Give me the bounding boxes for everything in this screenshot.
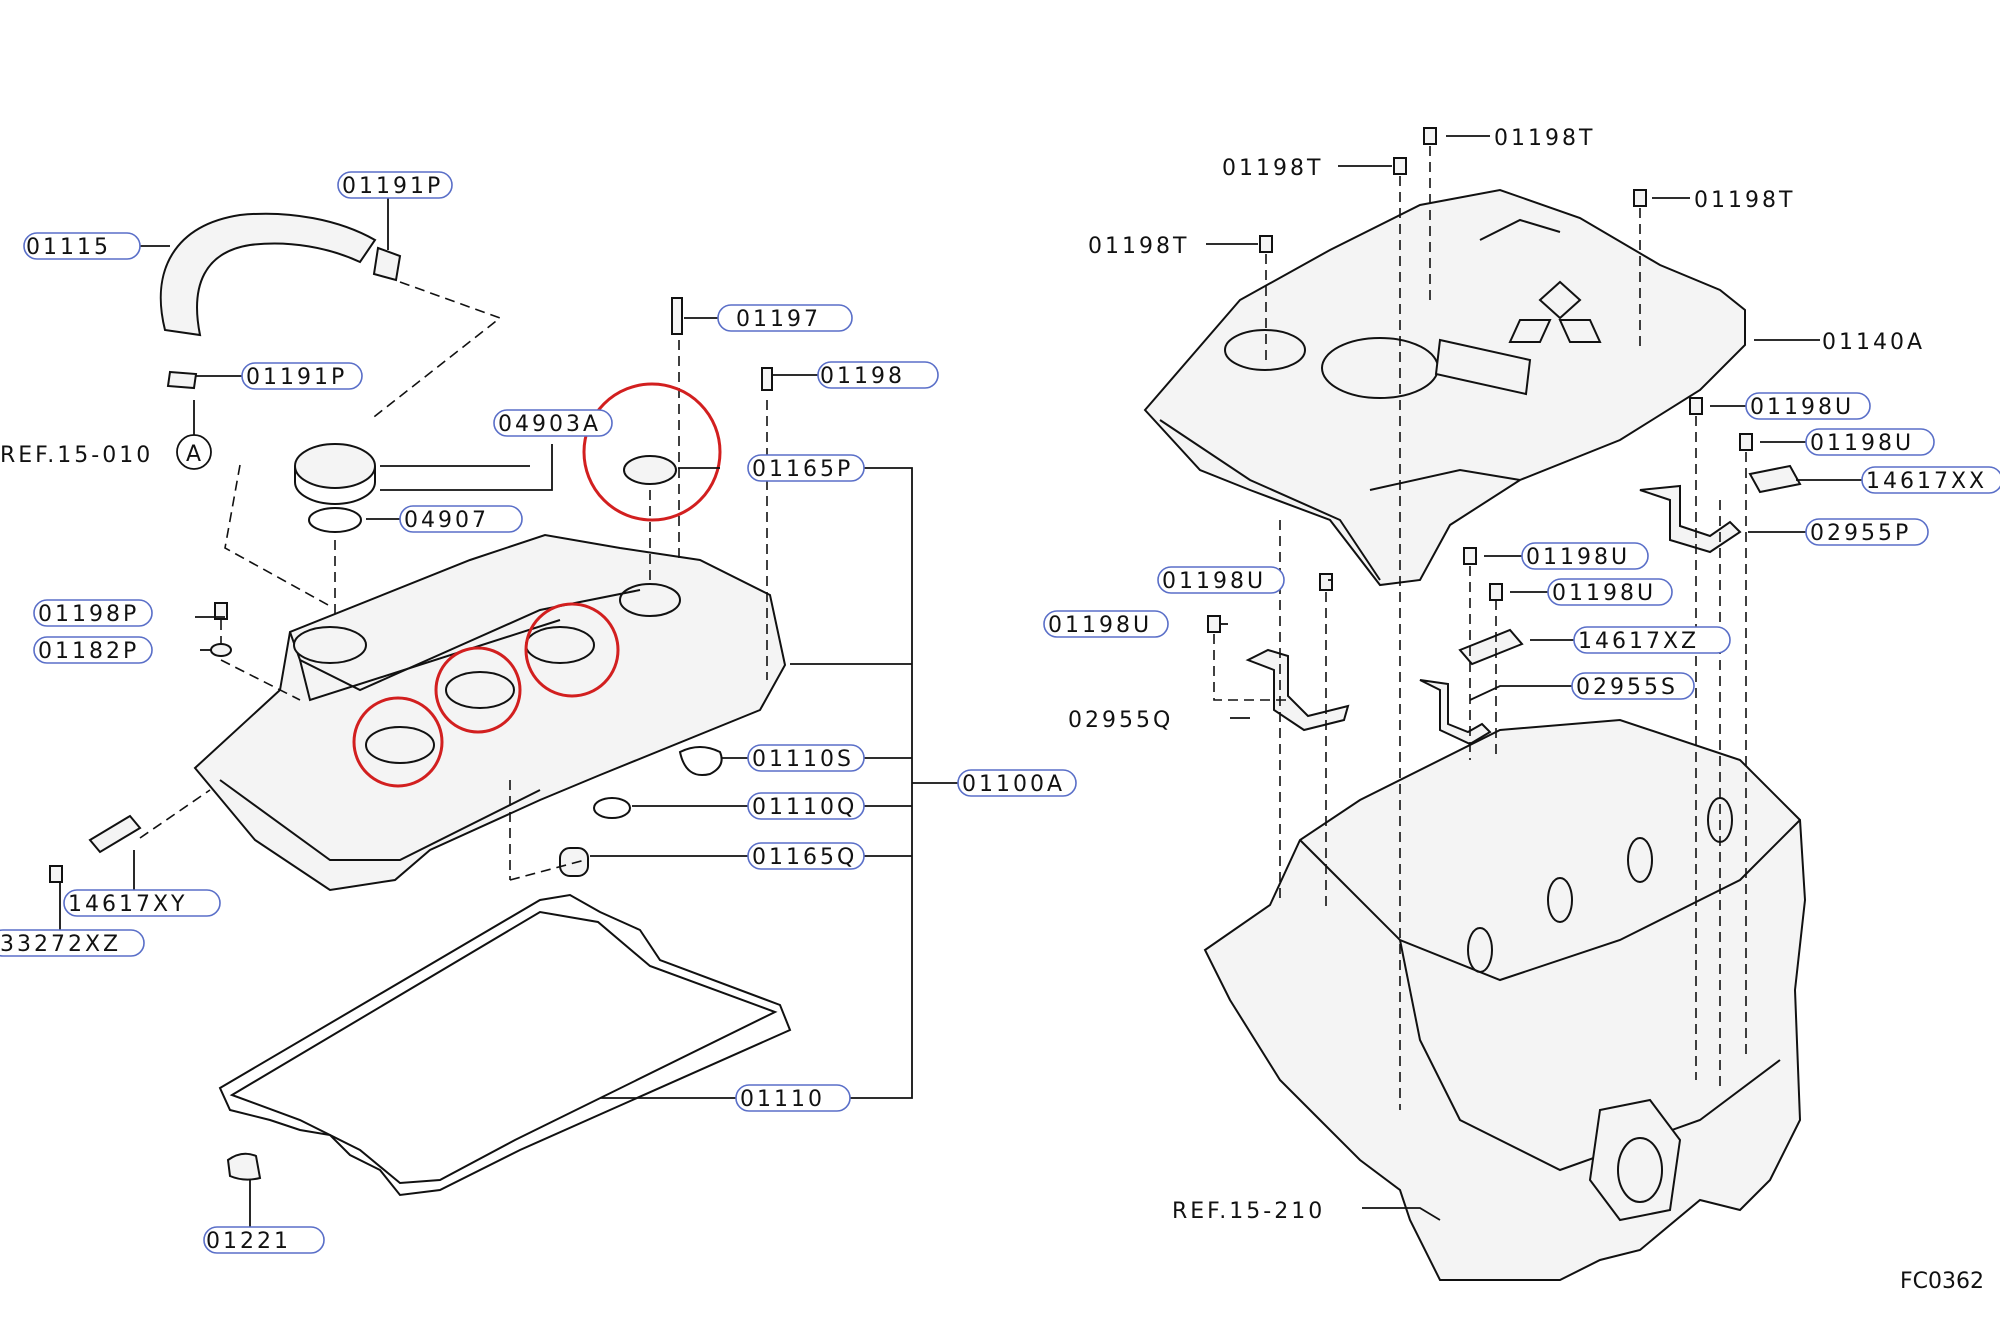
label-01198u-middle-1: 01198U	[1526, 545, 1630, 570]
label-01165q: 01165Q	[752, 845, 857, 870]
ref-circle-a: A	[186, 442, 201, 467]
label-14617xx: 14617XX	[1866, 469, 1987, 494]
half-moon-seal	[226, 1152, 262, 1181]
hose-clamp-upper	[372, 246, 402, 282]
label-02955q: 02955Q	[1068, 708, 1173, 733]
right-leader-lines	[1206, 135, 1862, 1221]
label-01140a: 01140A	[1822, 330, 1925, 355]
bolt-t4	[1259, 235, 1273, 253]
label-01182p: 01182P	[38, 639, 139, 664]
bolt-u1	[1689, 397, 1703, 415]
bolt-t2	[1393, 157, 1407, 175]
highlight-circle-oil-seal	[582, 382, 722, 522]
left-labels: 01191P 01115 01191P REF.15-010 A 04903A …	[0, 171, 1077, 1254]
label-01110q: 01110Q	[752, 795, 857, 820]
breather-hose	[159, 212, 377, 337]
label-01110s: 01110S	[752, 747, 854, 772]
label-01197: 01197	[736, 307, 821, 332]
bolt-u4	[1489, 583, 1503, 601]
bolt-u6	[1207, 615, 1221, 633]
label-01191p-upper: 01191P	[342, 174, 443, 199]
label-01198t-top: 01198T	[1494, 126, 1595, 151]
cover-lettering	[1434, 338, 1532, 396]
figure-code: FC0362	[1900, 1269, 1984, 1294]
cover-logo	[1508, 280, 1602, 343]
label-01198u-left-2: 01198U	[1048, 613, 1152, 638]
label-14617xy: 14617XY	[68, 892, 188, 917]
oil-filler-cap	[294, 443, 376, 489]
engine-cover	[1143, 188, 1746, 587]
bolt-t3	[1633, 189, 1647, 207]
label-01100a: 01100A	[962, 772, 1065, 797]
bracket-xy	[88, 814, 142, 854]
bolt-u5	[1319, 573, 1333, 591]
label-01198u-left-1: 01198U	[1162, 569, 1266, 594]
bolt-u3	[1463, 547, 1477, 565]
ref-15-010: REF.15-010	[0, 443, 153, 468]
valve-cover-body	[193, 533, 787, 892]
oil-seal	[623, 455, 677, 485]
plug-seal	[559, 847, 589, 877]
label-01191p-lower: 01191P	[246, 365, 347, 390]
label-01198u-middle-2: 01198U	[1552, 581, 1656, 606]
engine-cover-assembly	[1143, 127, 1807, 1281]
label-04907: 04907	[404, 508, 489, 533]
label-04903a: 04903A	[498, 412, 601, 437]
bracket-02955q	[1245, 648, 1350, 732]
small-bolt	[214, 602, 228, 620]
bracket-02955p	[1639, 484, 1742, 554]
label-01165p: 01165P	[752, 457, 853, 482]
cover-bolt	[761, 367, 773, 391]
bolt-xz	[49, 865, 63, 883]
right-labels: 01198T 01198T 01198T 01198T 01140A 01198…	[1043, 126, 2000, 1294]
valve-cover-gasket	[218, 893, 792, 1197]
ref-15-210: REF.15-210	[1172, 1199, 1325, 1224]
label-01198t-left-1: 01198T	[1222, 156, 1323, 181]
label-01198t-left-2: 01198T	[1088, 234, 1189, 259]
engine-head	[1203, 718, 1807, 1281]
label-01198u-right-1: 01198U	[1750, 395, 1854, 420]
label-01115: 01115	[26, 235, 111, 260]
hose-clamp-lower	[166, 370, 198, 390]
label-01198p: 01198P	[38, 602, 139, 627]
label-02955p: 02955P	[1810, 521, 1911, 546]
label-14617xz: 14617XZ	[1578, 629, 1699, 654]
bracket-14617xx	[1748, 464, 1802, 494]
label-01198t-right: 01198T	[1694, 188, 1795, 213]
valve-cover-assembly	[49, 212, 792, 1197]
cap-gasket-ring	[308, 507, 362, 533]
bolt-t1	[1423, 127, 1437, 145]
label-02955s: 02955S	[1576, 675, 1678, 700]
bracket-14617xz	[1458, 628, 1524, 666]
highlight-circle-plug-3	[524, 602, 620, 698]
stud-bolt	[671, 297, 683, 335]
gasket-small-s	[678, 746, 723, 776]
label-01221: 01221	[206, 1229, 291, 1254]
washer	[210, 643, 232, 657]
highlight-circle-plug-1	[352, 696, 444, 788]
bracket-02955s	[1419, 679, 1492, 746]
highlight-circle-plug-2	[434, 646, 522, 734]
label-01198: 01198	[820, 364, 905, 389]
label-01110: 01110	[740, 1087, 825, 1112]
label-01198u-right-2: 01198U	[1810, 431, 1914, 456]
bolt-u2	[1739, 433, 1753, 451]
label-33272xz: 33272XZ	[0, 932, 121, 957]
o-ring	[593, 797, 631, 819]
left-leader-lines	[59, 198, 958, 1240]
